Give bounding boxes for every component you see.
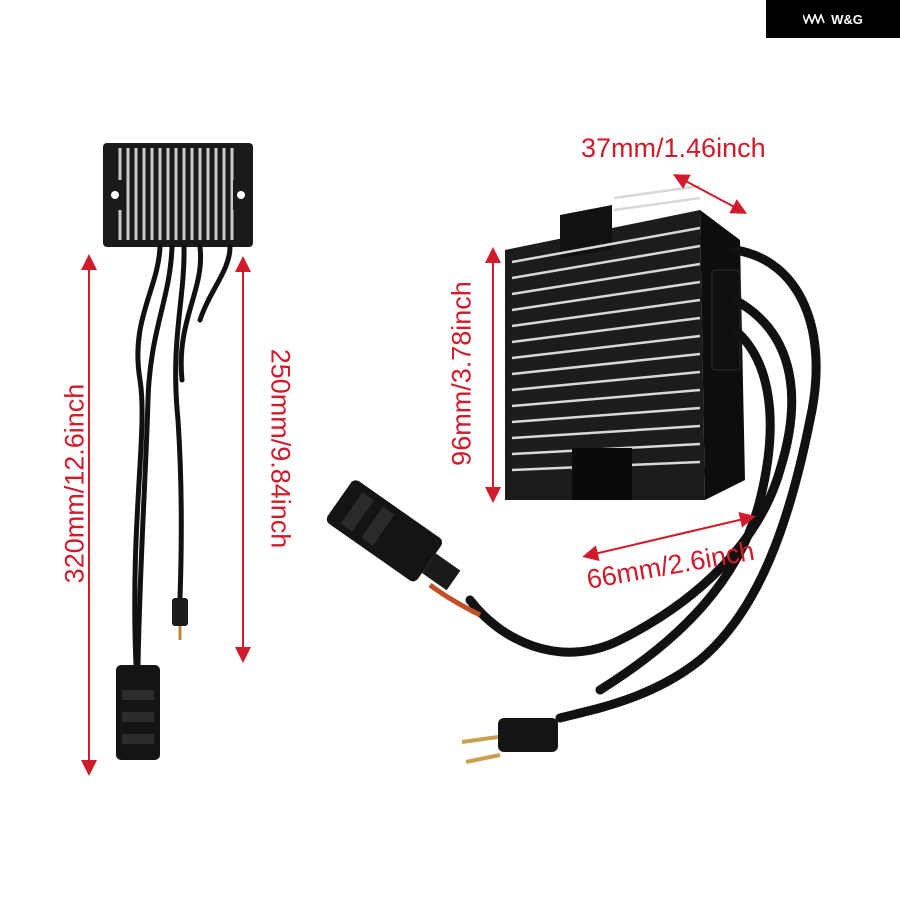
right-depth-dimension-line [672,174,748,214]
label-left-wire-length: 250mm/9.84inch [265,348,296,549]
brand-name: W&G [831,11,863,27]
right-regulator [326,184,821,764]
left-regulator [103,143,253,760]
wg-logo-icon [803,14,825,24]
right-width-dimension-line [582,512,756,561]
label-right-height: 96mm/3.78inch [446,281,477,466]
label-right-depth: 37mm/1.46inch [581,133,766,163]
brand-badge: W&G [766,0,900,38]
label-left-total-length: 320mm/12.6inch [59,383,90,584]
